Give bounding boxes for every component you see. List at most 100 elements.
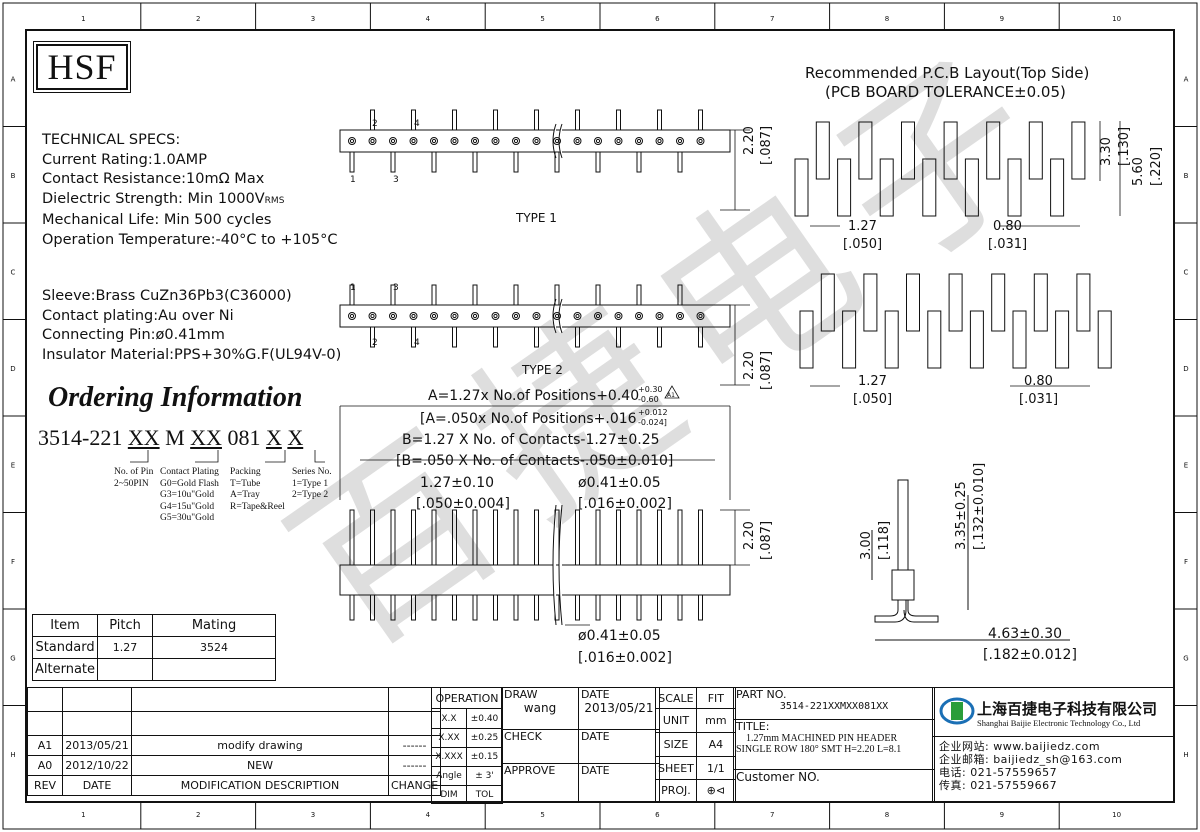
pin (472, 284, 478, 306)
frame-column-label: 2 (196, 811, 200, 819)
pin (513, 151, 519, 173)
hsf-logo: HSF (33, 41, 131, 93)
pin (411, 509, 416, 566)
legend-plating: Contact Plating G0=Gold Flash G3=10u"Gol… (160, 467, 219, 523)
rev-date: 2013/05/21 (62, 735, 132, 756)
ordering-part-number: 3514-221 XX M XX 081 X X (38, 425, 304, 450)
dim-label: [.087] (759, 126, 774, 165)
tol-dim: DIM (431, 785, 467, 804)
pin (616, 594, 621, 621)
pin (534, 509, 539, 566)
dim-label: [.220] (1149, 147, 1164, 186)
contact-hole (348, 137, 356, 145)
rev-header: REV (27, 775, 63, 796)
pin (431, 509, 437, 566)
pin (575, 326, 580, 348)
dim-pin-inch: [.016±0.002] (578, 496, 672, 512)
frame-column-label: 10 (1112, 15, 1121, 23)
material-pin: Connecting Pin:ø0.41mm (42, 327, 225, 343)
frame-column-label: 2 (196, 15, 200, 23)
pin-number: 1 (350, 175, 356, 185)
unit-value: mm (695, 708, 736, 733)
contact-hole (614, 137, 623, 145)
contact-hole (614, 312, 623, 320)
company-name-cn: 上海百捷电子科技有限公司 (977, 700, 1158, 718)
dim-label: 3.00 (859, 531, 874, 560)
legend-series: Series No. 1=Type 1 2=Type 2 (292, 467, 332, 500)
dim-label: [.130] (1117, 127, 1132, 166)
pcb-pad (964, 158, 979, 217)
pin (390, 509, 396, 566)
company-logo-icon (939, 697, 975, 725)
pcb-pad (1055, 310, 1070, 369)
check-cell: CHECK (501, 729, 579, 764)
ordering-leaders (130, 450, 325, 463)
dim-pitch-inch: [.050±0.004] (416, 496, 510, 512)
rev-date: 2012/10/22 (62, 755, 132, 776)
pin (575, 594, 580, 621)
approve-date-cell: DATE (578, 763, 660, 802)
pin (411, 109, 416, 131)
frame-column-label: 1 (81, 811, 85, 819)
material-insulator: Insulator Material:PPS+30%G.F(UL94V-0) (42, 346, 342, 363)
dim-label: 0.80 (1024, 374, 1053, 389)
dim-label: 2.20 (742, 126, 757, 155)
pin (636, 151, 642, 173)
insulator-front (339, 564, 731, 596)
legend-packing: Packing T=Tube A=Tray R=Tape&Reel (230, 467, 285, 512)
pin (636, 594, 642, 621)
frame-column-label: 10 (1112, 811, 1121, 819)
pin (349, 509, 355, 566)
frame-column-label: 9 (1000, 15, 1004, 23)
pin (534, 109, 539, 131)
revision-triangle-icon (664, 385, 680, 399)
customer-cell: Customer NO. (733, 769, 935, 802)
pin (513, 509, 519, 566)
frame-row-label: G (1183, 654, 1188, 662)
frame-row-label: A (11, 75, 16, 83)
pcb-pad (1076, 273, 1091, 332)
spec-temperature: Operation Temperature:-40°C to +105°C (42, 231, 338, 248)
size-value: A4 (695, 732, 736, 757)
mating-cell: 3524 (152, 636, 277, 659)
pin (534, 326, 539, 348)
pcb-pad (1033, 273, 1048, 332)
tol-value: ±0.40 (466, 708, 503, 729)
pin-number: 1 (350, 283, 356, 293)
frame-column-label: 5 (540, 15, 544, 23)
pin (698, 594, 703, 621)
sheet-label: SHEET (655, 756, 697, 780)
pin (411, 594, 416, 621)
mating-table: Item Pitch Mating Standard 1.27 3524 Alt… (31, 614, 277, 681)
tol-dim: X.XXX (431, 747, 467, 767)
contact-hole (409, 137, 418, 145)
contact-hole (450, 137, 459, 145)
contact-hole (430, 312, 438, 320)
frame-row-label: F (1184, 558, 1188, 566)
frame-row-label: D (10, 365, 15, 373)
unit-label: UNIT (655, 708, 697, 733)
mating-cell: Alternate (31, 658, 99, 681)
dim-label: [.087] (759, 521, 774, 560)
pcb-pad (1050, 158, 1065, 217)
dim-note: A1 (667, 392, 675, 399)
rev-cell: A0 (27, 755, 63, 776)
contact-hole (491, 312, 500, 320)
pin (452, 109, 457, 131)
pin (575, 109, 580, 131)
spec-life: Mechanical Life: Min 500 cycles (42, 212, 272, 228)
pin (636, 284, 642, 306)
pin (411, 326, 416, 348)
dim-label: [.087] (759, 351, 774, 390)
dim-tol: -0.024] (638, 418, 667, 427)
contact-hole (676, 137, 684, 145)
revision-table: A1 2013/05/21 modify drawing ------ A0 2… (27, 687, 442, 796)
dim-pin: ø0.41±0.05 (578, 475, 661, 491)
approve-cell: APPROVE (501, 763, 579, 802)
pcb-pad (1028, 121, 1043, 180)
pin-number: 4 (414, 338, 420, 348)
frame-column-label: 4 (426, 15, 431, 23)
part-no-cell: PART NO.3514-221XXMXX081XX (733, 687, 935, 720)
